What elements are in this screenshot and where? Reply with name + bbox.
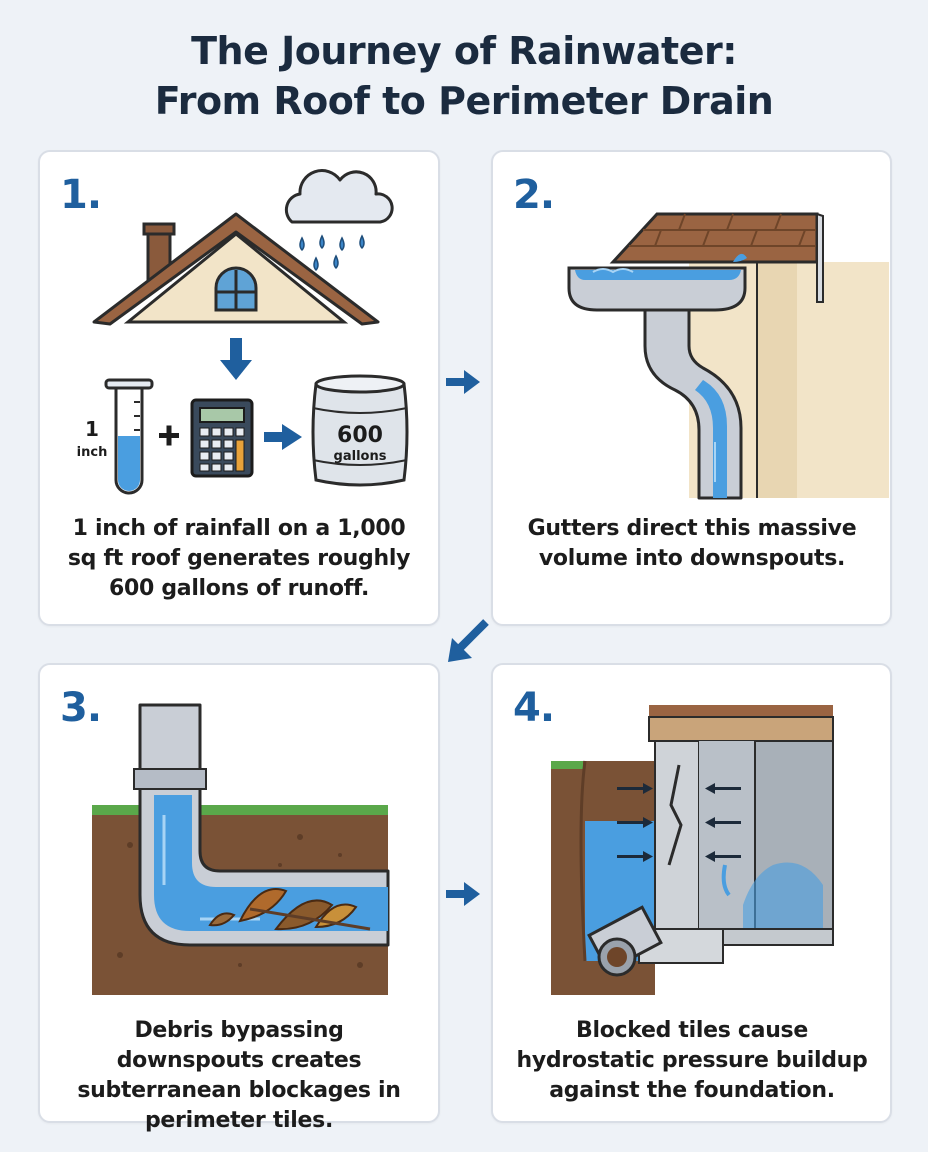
calculator-icon <box>190 398 254 478</box>
step-3-illustration <box>92 703 390 995</box>
step-2-illustration <box>567 212 889 500</box>
step-4-card: 4. <box>491 663 892 1123</box>
gauge-value: 1 <box>85 417 99 441</box>
step-4-caption: Blocked tiles cause hydrostatic pressure… <box>516 1018 868 1103</box>
step-4-illustration <box>551 705 834 995</box>
step-1-illustration: 1 inch <box>77 169 409 495</box>
plus-icon <box>159 425 179 446</box>
arrow-right-icon <box>446 882 480 906</box>
pipe-icon <box>133 703 390 947</box>
arrow-down-left-icon <box>448 619 489 662</box>
gauge-unit: inch <box>77 445 108 460</box>
rain-cloud-icon <box>284 169 394 272</box>
pressure-arrows-icon <box>617 783 741 862</box>
debris-icon <box>208 888 371 931</box>
step-2-card: 2. Gutters direct this mass <box>491 150 892 626</box>
step-1-card: 1. <box>38 150 440 626</box>
barrel-unit: gallons <box>334 449 387 464</box>
step-3-card: 3. Debris bypassing downspouts create <box>38 663 440 1133</box>
foundation-wall-icon <box>638 705 834 964</box>
arrow-down-icon <box>220 338 252 380</box>
step-4-number: 4. <box>513 685 555 731</box>
gutter-icon <box>567 253 747 312</box>
title-line-1: The Journey of Rainwater: <box>191 29 737 73</box>
drain-tile-icon <box>587 905 663 977</box>
arrow-right-icon <box>264 424 302 450</box>
step-2-caption: Gutters direct this massive volume into … <box>527 516 857 571</box>
page-title: The Journey of Rainwater: From Roof to P… <box>0 26 928 126</box>
test-tube-icon <box>104 378 154 495</box>
step-3-caption: Debris bypassing downspouts creates subt… <box>77 1018 401 1133</box>
barrel-value: 600 <box>337 423 383 448</box>
step-3-number: 3. <box>60 685 102 731</box>
step-1-caption: 1 inch of rainfall on a 1,000 sq ft roof… <box>67 516 411 601</box>
step-2-number: 2. <box>513 172 555 218</box>
roof-icon <box>609 212 824 303</box>
arrow-right-icon <box>446 370 480 394</box>
barrel-icon <box>311 374 409 487</box>
house-icon <box>92 212 380 326</box>
downspout-icon <box>643 308 743 500</box>
step-1-number: 1. <box>60 172 102 218</box>
title-line-2: From Roof to Perimeter Drain <box>154 79 774 123</box>
